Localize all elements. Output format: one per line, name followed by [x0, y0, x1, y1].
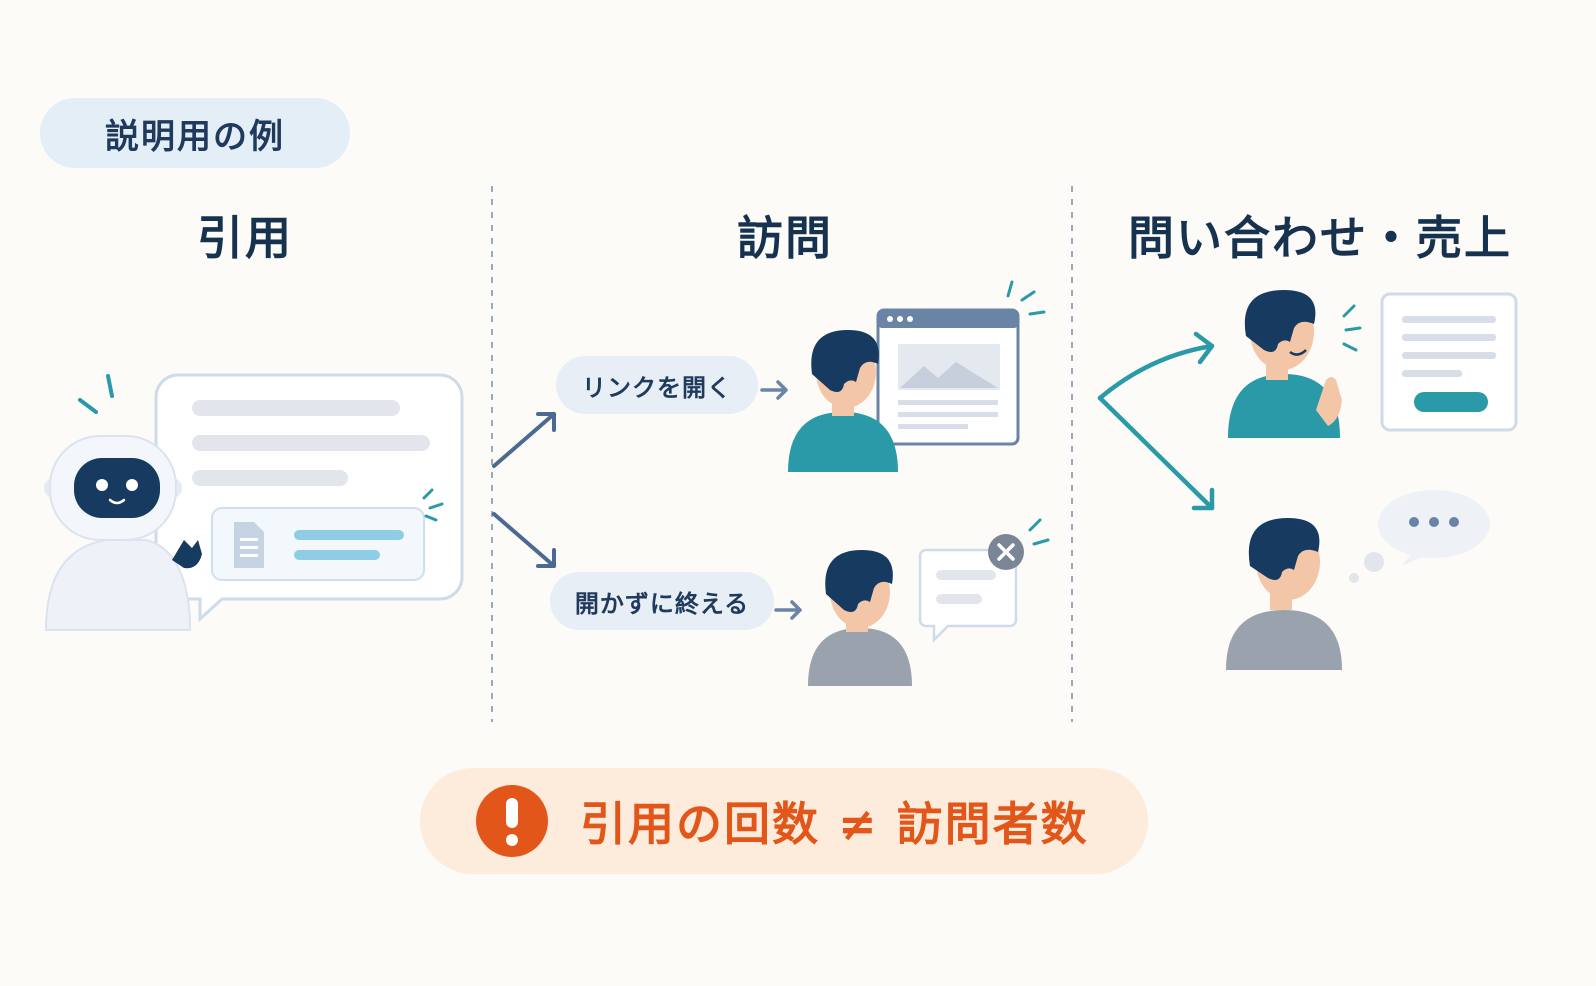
column-title-citation: 引用 [197, 211, 293, 265]
person-icon [1226, 518, 1342, 670]
exclamation-icon [476, 785, 548, 857]
person-icon [788, 330, 898, 472]
key-point-text: 引用の回数 ≠ 訪問者数 [580, 797, 1089, 851]
document-icon [234, 522, 264, 568]
browser-window-icon [876, 280, 1046, 446]
arrow-icon [492, 412, 556, 568]
branch-no-click-label: 開かずに終える [574, 589, 750, 618]
robot-icon [44, 374, 202, 631]
example-badge: 説明用の例 [40, 98, 350, 168]
branch-no-click: 開かずに終える [550, 572, 774, 630]
arrow-icon [760, 380, 802, 620]
example-badge-label: 説明用の例 [105, 116, 285, 157]
form-icon [1342, 292, 1518, 432]
person-icon [1228, 290, 1342, 438]
chat-bubble-icon [154, 373, 464, 623]
arrow-icon [1097, 331, 1215, 511]
column-title-conversion: 問い合わせ・売上 [1128, 211, 1512, 265]
person-icon [808, 550, 912, 686]
branch-open-link-label: リンクを開く [582, 373, 732, 402]
close-icon [918, 518, 1050, 644]
branch-open-link: リンクを開く [556, 356, 758, 414]
column-title-visit: 訪問 [737, 211, 833, 265]
thought-bubble-icon [1349, 490, 1490, 583]
